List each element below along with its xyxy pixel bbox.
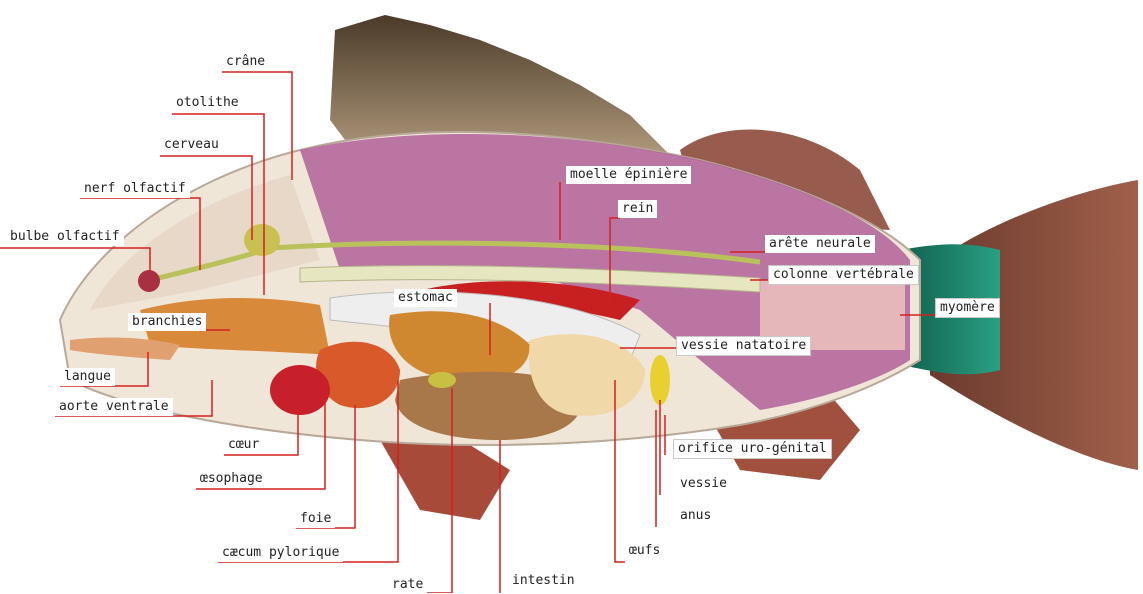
urinary-bladder <box>650 355 670 405</box>
olfactory-bulb <box>138 270 160 292</box>
label-rein: rein <box>618 200 657 218</box>
heart <box>270 365 330 415</box>
label-otolithe: otolithe <box>172 94 243 112</box>
label-langue: langue <box>60 368 115 386</box>
label-rate: rate <box>388 576 427 594</box>
label-myomere: myomère <box>935 298 1000 318</box>
label-cerveau: cerveau <box>160 136 223 154</box>
pelvic-fin <box>380 440 510 520</box>
brain <box>244 224 280 256</box>
label-branchies: branchies <box>128 313 206 331</box>
label-foie: foie <box>296 510 335 528</box>
label-estomac: estomac <box>394 289 457 307</box>
label-vessie: vessie <box>676 475 731 493</box>
label-anus: anus <box>676 507 715 525</box>
label-vessie-natatoire: vessie natatoire <box>676 336 811 356</box>
label-crane: crâne <box>222 53 269 71</box>
label-arete-neurale: arête neurale <box>765 235 875 253</box>
label-caecum-pylorique: cæcum pylorique <box>218 544 343 562</box>
label-orifice-uro-genital: orifice uro-génital <box>673 439 832 459</box>
label-intestin: intestin <box>508 572 579 590</box>
label-oeufs: œufs <box>625 542 664 560</box>
label-bulbe-olfactif: bulbe olfactif <box>6 228 124 246</box>
label-moelle-epiniere: moelle épinière <box>566 166 691 184</box>
label-coeur: cœur <box>224 436 263 454</box>
spleen <box>428 372 456 388</box>
label-nerf-olfactif: nerf olfactif <box>80 180 190 198</box>
label-colonne-vertebrale: colonne vertébrale <box>768 265 919 285</box>
label-oesophage: œsophage <box>196 470 267 488</box>
label-aorte-ventrale: aorte ventrale <box>55 398 173 416</box>
